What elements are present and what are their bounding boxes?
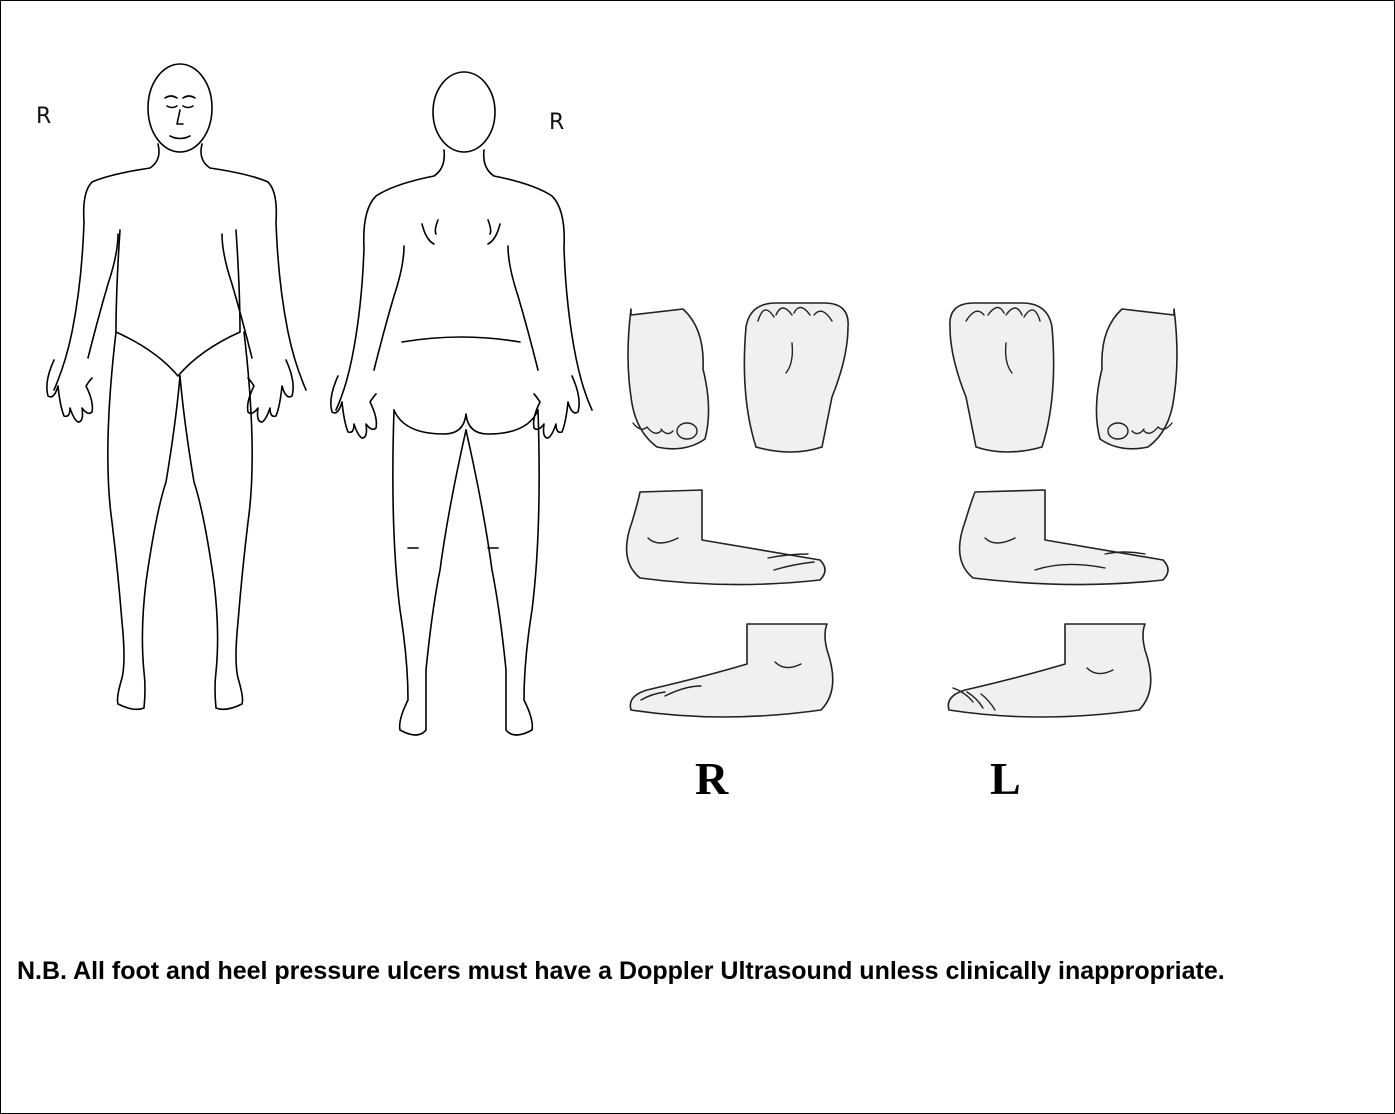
body-front-view: [30, 58, 310, 728]
right-foot-top-view: [625, 305, 715, 455]
right-foot-medial-view: [618, 488, 838, 588]
left-foot-medial-view: [955, 488, 1175, 588]
right-foot-lateral-view: [625, 622, 845, 722]
body-back-view: [318, 70, 598, 740]
left-foot-top-view: [1090, 305, 1180, 455]
doppler-note: N.B. All foot and heel pressure ulcers m…: [17, 956, 1257, 987]
right-foot-sole-view: [738, 297, 858, 457]
left-foot-sole-view: [940, 297, 1060, 457]
left-foot-lateral-view: [937, 622, 1157, 722]
left-feet-label: L: [990, 752, 1021, 805]
right-feet-label: R: [695, 752, 728, 805]
